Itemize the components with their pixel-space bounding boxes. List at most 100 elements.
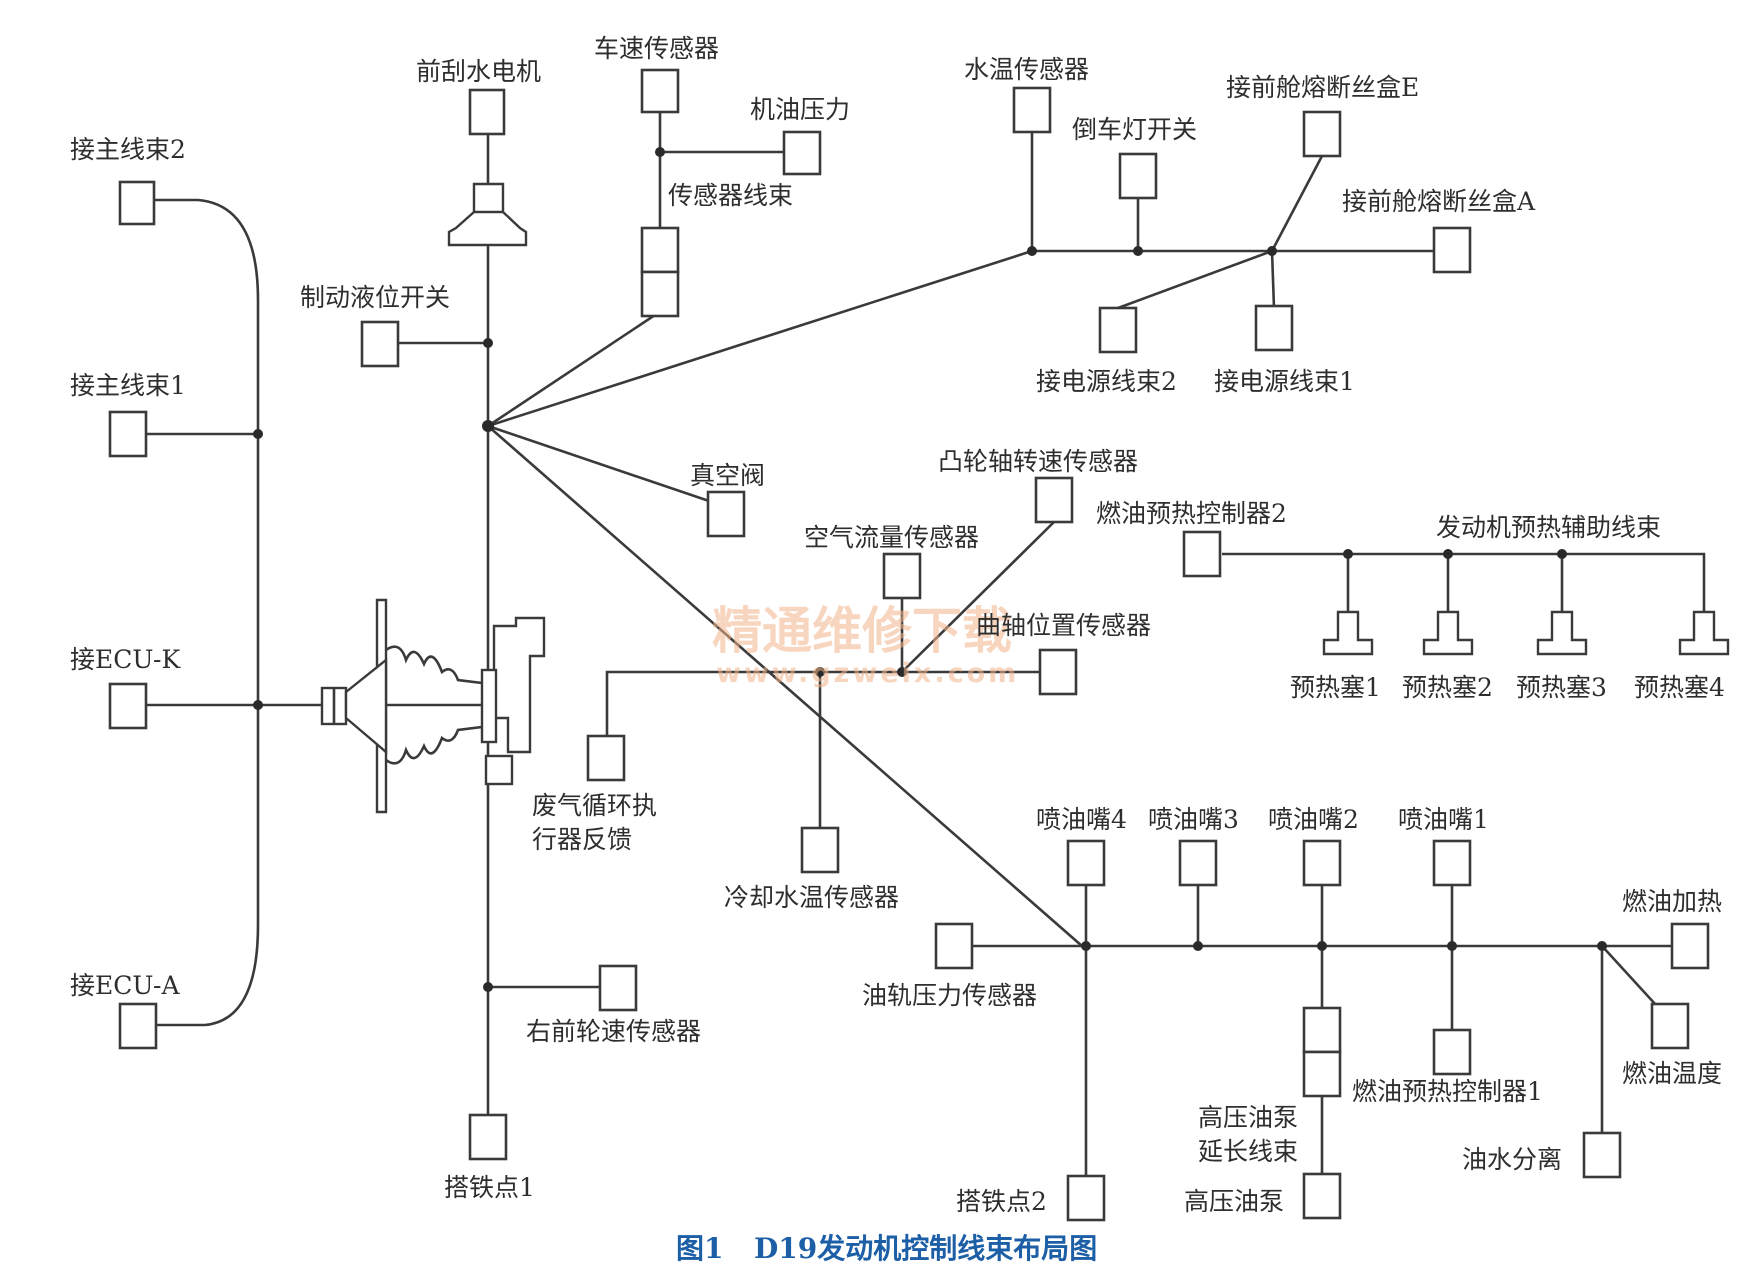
connector-injector-3 (1178, 839, 1218, 887)
label-injector-1: 喷油嘴1 (1398, 805, 1489, 834)
label-fuel-temperature: 燃油温度 (1622, 1059, 1722, 1088)
junction-dot (253, 700, 263, 710)
watermark-text: 精通维修下载 (712, 602, 1012, 660)
wire-fuel-temperature (1601, 945, 1657, 1006)
connector-brake-fluid (360, 320, 400, 368)
connector-fuel-preheat-2 (1182, 530, 1222, 578)
figure-title: D19发动机控制线束布局图 (754, 1232, 1097, 1265)
connector-ecu-k (108, 682, 148, 730)
connector-fuse-box-a (1432, 226, 1472, 274)
label-injector-4: 喷油嘴4 (1036, 805, 1127, 834)
connector-hp-ext-bottom (1302, 1050, 1342, 1098)
label-power-harness-2: 接电源线束2 (1036, 367, 1177, 396)
label-power-harness-1: 接电源线束1 (1214, 367, 1355, 396)
label-fuel-preheat-ctrl-2: 燃油预热控制器2 (1096, 499, 1287, 528)
connector-power-harness-1 (1254, 304, 1294, 352)
gearbox-assembly-icon (320, 598, 546, 814)
connector-fuse-box-e (1302, 110, 1342, 158)
junction-dot (1343, 549, 1353, 559)
connector-ground-1 (468, 1113, 508, 1161)
junction-dot (1597, 941, 1607, 951)
connector-fuel-heating (1670, 922, 1710, 970)
label-reverse-switch: 倒车灯开关 (1072, 115, 1197, 144)
label-preheat-harness: 发动机预热辅助线束 (1436, 513, 1661, 542)
junction-dot (1557, 549, 1567, 559)
junction-dot (1443, 549, 1453, 559)
junction-dot (1317, 941, 1327, 951)
label-hp-pump: 高压油泵 (1184, 1187, 1284, 1216)
junction-dot (1081, 941, 1091, 951)
junction-dot (897, 667, 907, 677)
connector-injector-2 (1302, 839, 1342, 887)
connector-air-flow (882, 552, 922, 600)
junction-dot (1133, 246, 1143, 256)
label-sensor-harness: 传感器线束 (668, 181, 793, 210)
label-injector-3: 喷油嘴3 (1148, 805, 1239, 834)
wire-egr-branch (605, 670, 820, 736)
label-fuse-box-e: 接前舱熔断丝盒E (1226, 73, 1419, 102)
connector-sensor-harness-top (640, 226, 680, 274)
wire-to-front-bay (487, 249, 1033, 428)
watermark-url: www.gzweix.com (716, 658, 1019, 689)
glow-plug-1-icon (1322, 610, 1374, 656)
connector-wiper-motor (468, 88, 506, 136)
connector-fuel-temperature (1650, 1002, 1690, 1050)
wire-power-harness-2 (1117, 249, 1273, 310)
connector-main-harness-1 (108, 410, 148, 458)
label-wiper-motor: 前刮水电机 (416, 57, 541, 86)
label-glow-plug-1: 预热塞1 (1290, 673, 1381, 702)
label-egr-feedback-line1: 废气循环执 (532, 791, 657, 820)
label-coolant-temp-sensor: 冷却水温传感器 (724, 883, 899, 912)
glow-plug-3-icon (1536, 610, 1588, 656)
wire-fuse-box-e (1270, 155, 1324, 252)
label-water-temp-sensor: 水温传感器 (964, 55, 1089, 84)
wire-power-harness-1 (1270, 250, 1276, 309)
wire-preheat-bus (1222, 552, 1706, 612)
connector-coolant-temp (800, 826, 840, 874)
junction-dot (1027, 246, 1037, 256)
connector-injector-1 (1432, 839, 1472, 887)
label-hp-pump-ext-line1: 高压油泵 (1198, 1103, 1298, 1132)
connector-injector-4 (1066, 839, 1106, 887)
connector-oil-pressure (782, 130, 822, 176)
connector-power-harness-2 (1098, 306, 1138, 354)
label-air-flow-sensor: 空气流量传感器 (804, 523, 979, 552)
connector-camshaft (1034, 476, 1074, 524)
junction-dot (482, 420, 494, 432)
label-brake-fluid-switch: 制动液位开关 (300, 283, 450, 312)
connector-water-temp (1012, 86, 1052, 134)
connector-ecu-a (118, 1002, 158, 1050)
label-ground-1: 搭铁点1 (444, 1173, 535, 1202)
label-front-right-wheel-sensor: 右前轮速传感器 (526, 1017, 701, 1046)
connector-fuel-preheat-1 (1432, 1028, 1472, 1076)
connector-hp-ext-top (1302, 1006, 1342, 1054)
glow-plug-2-icon (1422, 610, 1474, 656)
wire-main-diagonal (487, 425, 1083, 947)
label-water-separator: 油水分离 (1462, 1145, 1562, 1174)
junction-dot (815, 667, 825, 677)
label-glow-plug-4: 预热塞4 (1634, 673, 1725, 702)
label-fuse-box-a: 接前舱熔断丝盒A (1342, 187, 1536, 216)
junction-dot (483, 338, 493, 348)
connector-ground-2 (1066, 1174, 1106, 1222)
label-ecu-k: 接ECU-K (70, 645, 181, 674)
connector-hp-pump (1302, 1172, 1342, 1220)
junction-dot (483, 982, 493, 992)
connector-crank (1038, 648, 1078, 696)
label-fuel-heating: 燃油加热 (1622, 887, 1722, 916)
connector-rail-pressure (934, 922, 974, 970)
junction-points (253, 147, 1607, 992)
harness-wires (146, 110, 1706, 1176)
wire-to-vacuum-valve (487, 424, 713, 504)
label-rail-pressure-sensor: 油轨压力传感器 (862, 981, 1037, 1010)
label-hp-pump-ext-line2: 延长线束 (1198, 1137, 1298, 1166)
label-ground-2: 搭铁点2 (956, 1187, 1047, 1216)
junction-dot (253, 429, 263, 439)
glow-plug-4-icon (1678, 610, 1730, 656)
wire-camshaft (901, 521, 1055, 673)
component-labels: 前刮水电机 车速传感器 机油压力 传感器线束 水温传感器 倒车灯开关 接前舱熔断… (70, 34, 1725, 1216)
junction-dot (1447, 941, 1457, 951)
label-injector-2: 喷油嘴2 (1268, 805, 1359, 834)
label-glow-plug-3: 预热塞3 (1516, 673, 1607, 702)
